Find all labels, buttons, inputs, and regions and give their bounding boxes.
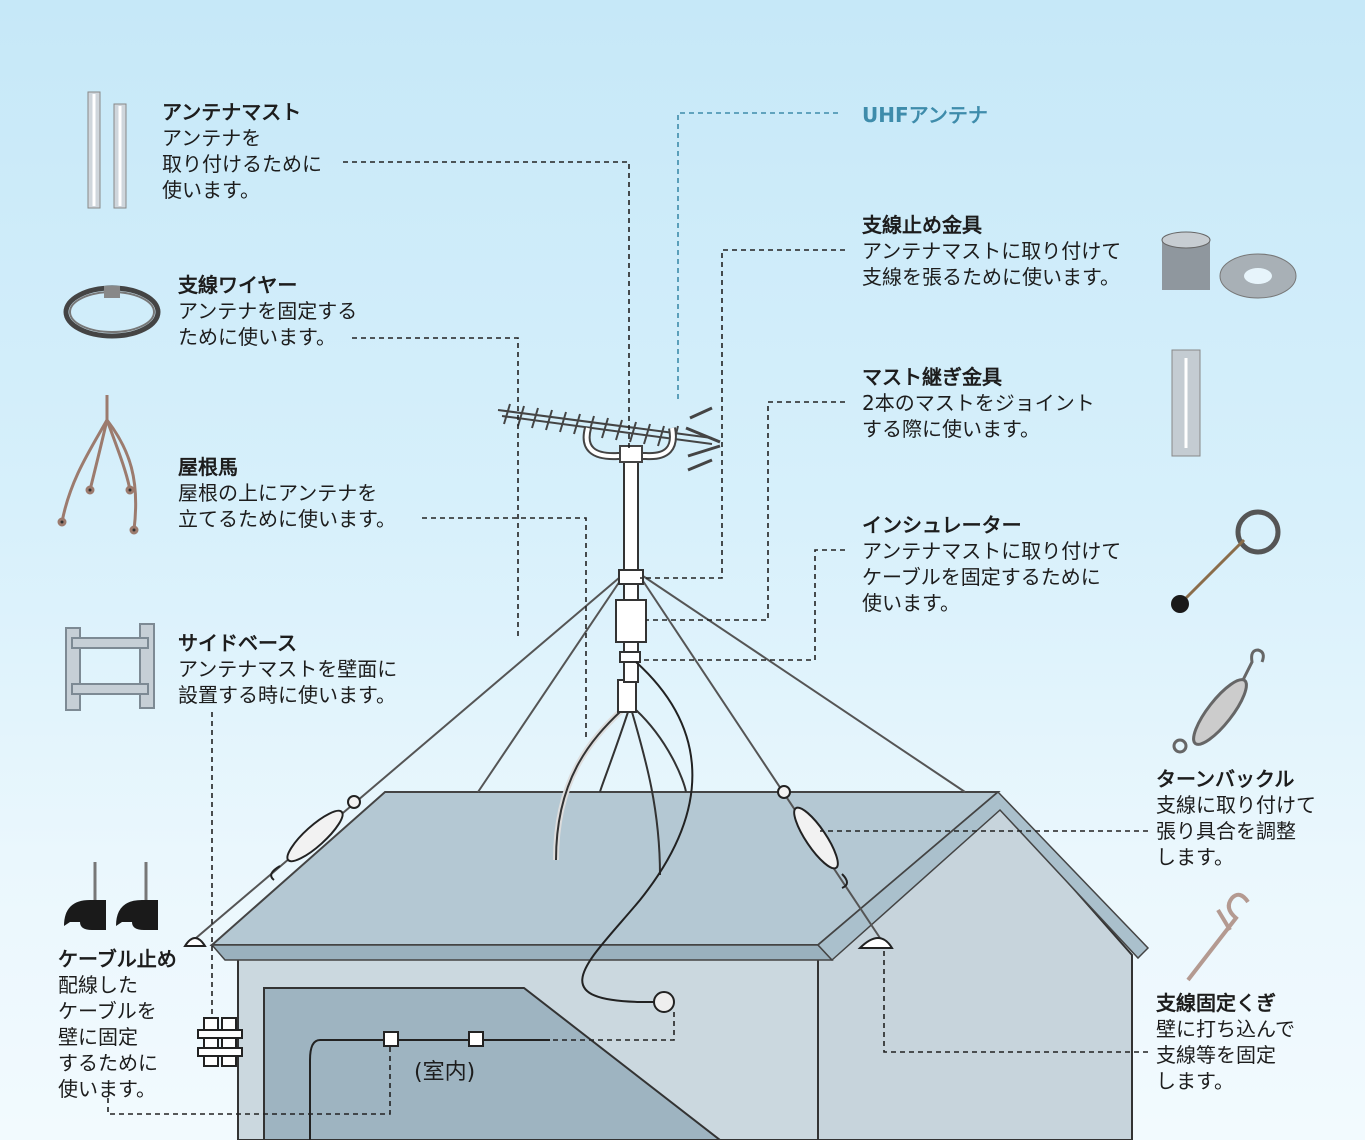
side-base-icon	[65, 623, 155, 711]
house	[209, 790, 1150, 1140]
label-cable-clip: ケーブル止め 配線した ケーブルを 壁に固定 するために 使います。	[58, 946, 177, 1102]
label-desc: アンテナマストに取り付けて 支線を張るために使います。	[862, 239, 1122, 289]
mast-icon	[87, 91, 127, 209]
label-title: ターンバックル	[1156, 767, 1295, 791]
roof-front-edge	[210, 944, 834, 961]
turnbuckle-right	[777, 785, 848, 889]
label-title: 屋根馬	[178, 455, 238, 479]
guy-nail-icon	[1186, 892, 1250, 982]
label-guy-nail: 支線固定くぎ 壁に打ち込んで 支線等を固定 します。	[1156, 990, 1295, 1094]
label-title: 支線固定くぎ	[1156, 991, 1276, 1015]
label-desc: アンテナを固定する ために使います。	[178, 299, 358, 349]
house-window	[263, 987, 722, 1140]
label-title: 支線ワイヤー	[178, 273, 298, 297]
label-title: ケーブル止め	[58, 947, 177, 971]
turnbuckle-left	[270, 795, 361, 881]
label-title: アンテナマスト	[162, 100, 302, 124]
label-mast-joint: マスト継ぎ金具 2本のマストをジョイント する際に使います。	[862, 364, 1095, 442]
label-desc: アンテナを 取り付けるために 使います。	[162, 126, 322, 202]
cable-clip-2	[468, 1031, 484, 1047]
guy-anchors	[183, 937, 894, 949]
cable-clip-icon	[64, 862, 158, 930]
label-desc: 支線に取り付けて 張り具合を調整 します。	[1156, 793, 1316, 869]
leader-lines	[107, 161, 1148, 1115]
antenna-cable	[581, 661, 694, 1003]
label-desc: 壁に打ち込んで 支線等を固定 します。	[1156, 1017, 1295, 1093]
side-base-on-wall	[197, 1017, 243, 1067]
uhf-antenna-label: UHFアンテナ	[862, 103, 988, 127]
label-title: インシュレーター	[862, 513, 1022, 537]
roof-side-edge	[816, 790, 1150, 962]
label-title: サイドベース	[178, 631, 297, 655]
label-guy-wire: 支線ワイヤー アンテナを固定する ために使います。	[178, 272, 357, 350]
antenna-mast	[615, 449, 647, 683]
turnbuckle-icon	[1172, 648, 1265, 754]
label-desc: アンテナマストを壁面に 設置する時に使います。	[178, 657, 398, 707]
label-guy-bracket: 支線止め金具 アンテナマストに取り付けて 支線を張るために使います。	[862, 212, 1121, 290]
label-insulator: インシュレーター アンテナマストに取り付けて ケーブルを固定するために 使います…	[862, 512, 1121, 616]
wall-outlet	[653, 991, 675, 1013]
label-desc: 配線した ケーブルを 壁に固定 するために 使います。	[58, 973, 158, 1101]
cable-clip-1	[383, 1031, 399, 1047]
roof-mount-icon	[57, 395, 139, 535]
label-desc: アンテナマストに取り付けて ケーブルを固定するために 使います。	[862, 539, 1122, 615]
indoor-cable	[309, 1039, 550, 1140]
guy-wires	[195, 571, 966, 939]
label-desc: 2本のマストをジョイント する際に使います。	[862, 391, 1095, 441]
label-turnbuckle: ターンバックル 支線に取り付けて 張り具合を調整 します。	[1156, 766, 1316, 870]
roof-mount	[553, 679, 687, 876]
uhf-antenna	[497, 403, 721, 472]
label-title: 支線止め金具	[862, 213, 982, 237]
indoor-label: (室内)	[414, 1060, 476, 1085]
label-roof-mount: 屋根馬 屋根の上にアンテナを 立てるために使います。	[178, 454, 396, 532]
mast-joint-icon	[1171, 349, 1201, 457]
label-title: マスト継ぎ金具	[862, 365, 1002, 389]
label-desc: 屋根の上にアンテナを 立てるために使います。	[178, 481, 396, 531]
label-antenna-mast: アンテナマスト アンテナを 取り付けるために 使います。	[162, 99, 322, 203]
insulator-icon	[1171, 509, 1281, 613]
guy-wire-coil-icon	[63, 285, 161, 339]
uhf-leader-line	[677, 112, 838, 400]
label-side-base: サイドベース アンテナマストを壁面に 設置する時に使います。	[178, 630, 397, 708]
guy-bracket-icon	[1161, 231, 1297, 299]
